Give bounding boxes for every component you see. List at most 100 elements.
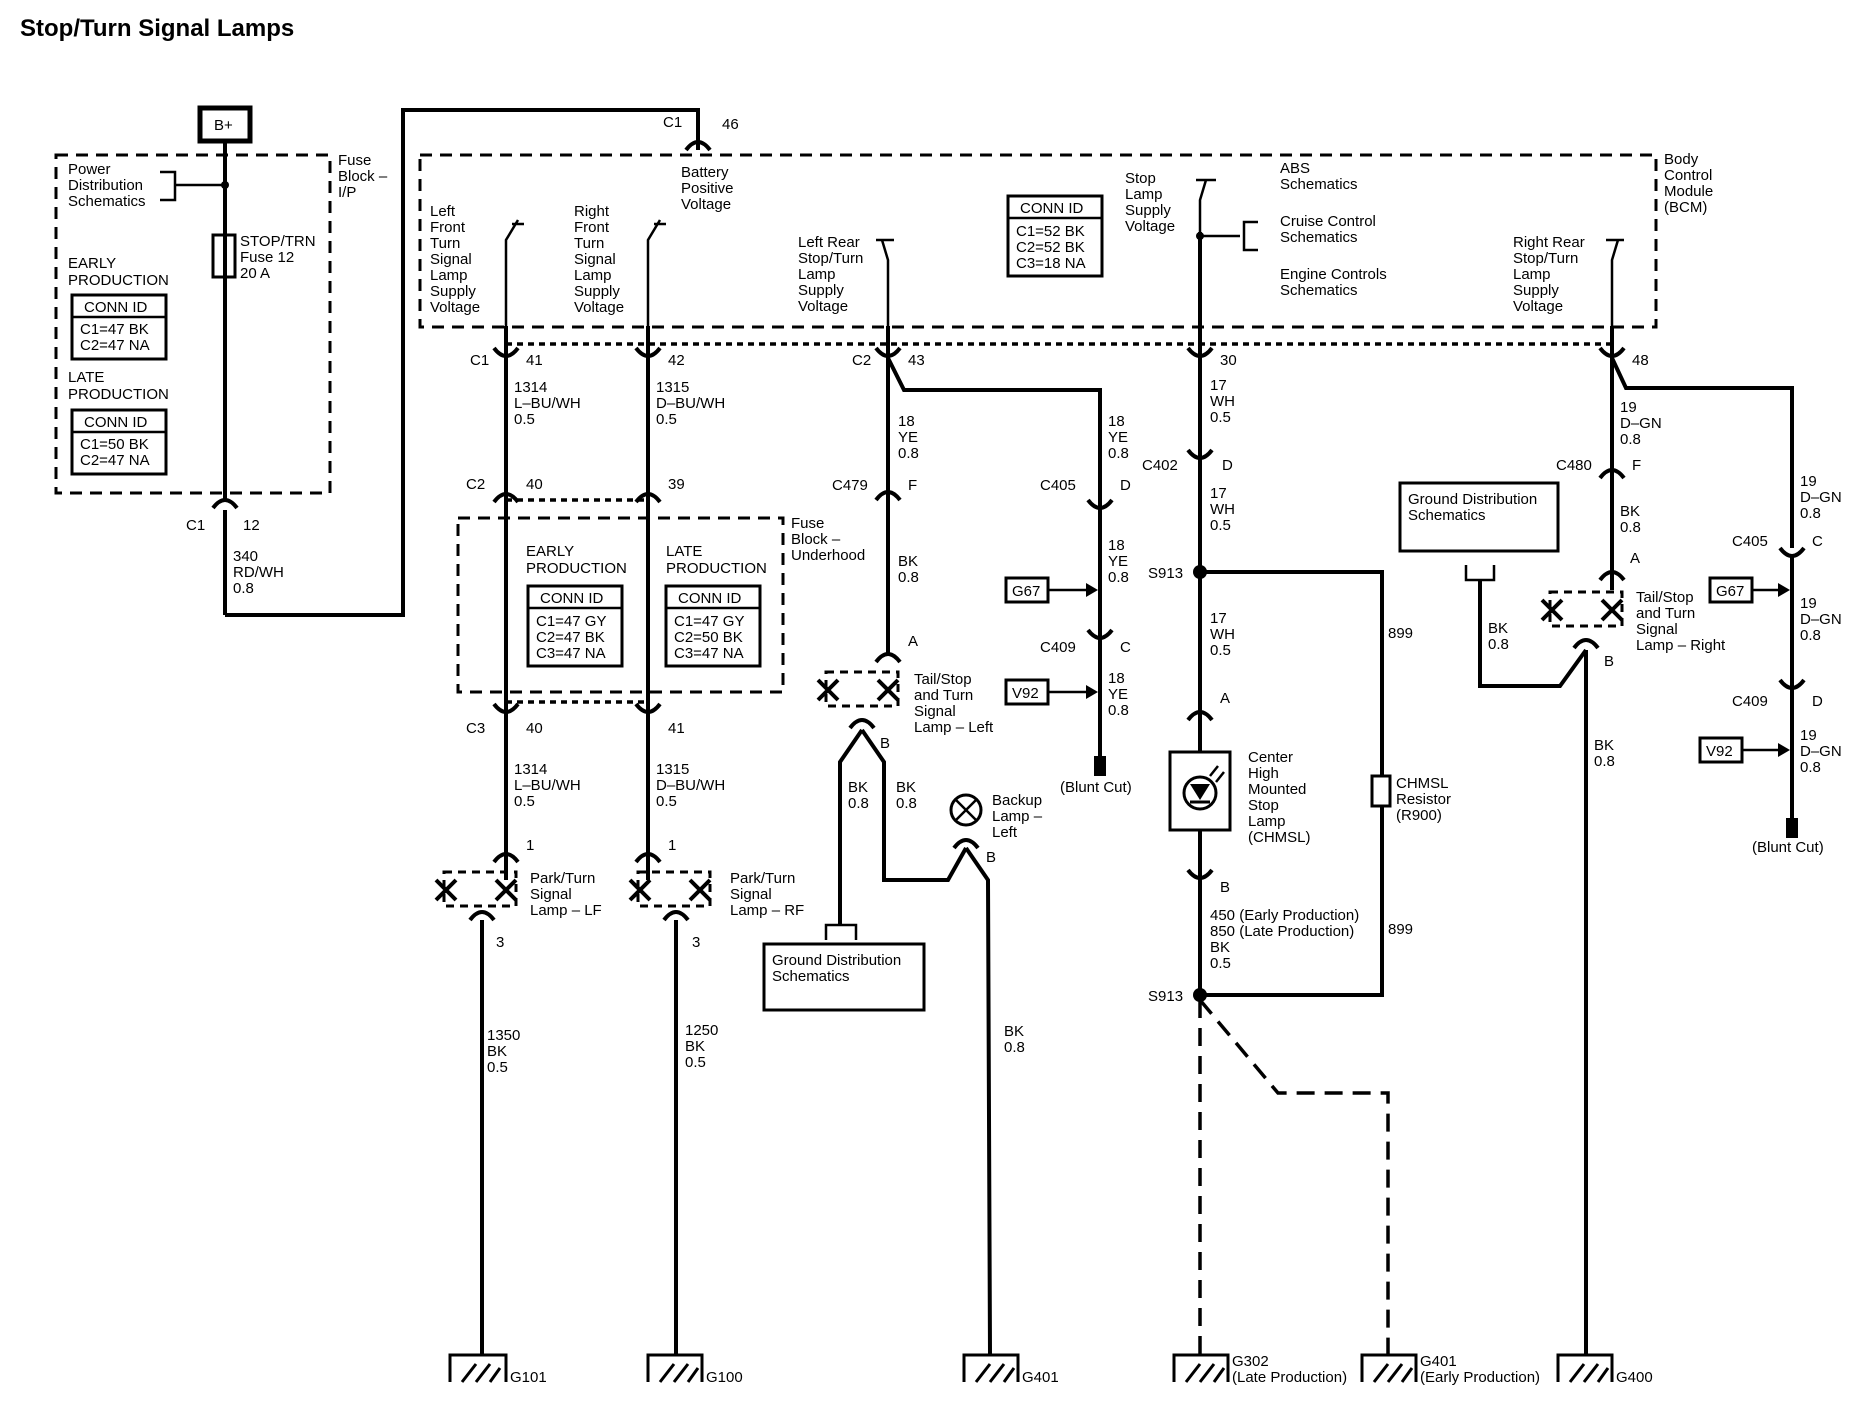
connector-c1-label: C1 bbox=[186, 517, 205, 534]
stop-supply-label-3: Supply bbox=[1125, 202, 1171, 219]
wire-1315-color-b: D–BU/WH bbox=[656, 777, 725, 794]
c409b-label: C409 bbox=[1732, 693, 1768, 710]
c405b-label: C405 bbox=[1732, 533, 1768, 550]
wire-bk-gd-r-gauge: 0.8 bbox=[1488, 636, 1509, 653]
conn-uh-early-2: C2=47 BK bbox=[536, 629, 605, 646]
fuse-12-label-1: STOP/TRN bbox=[240, 233, 316, 250]
tail-l-label-4: Lamp – Left bbox=[914, 719, 994, 736]
ground-g302 bbox=[1172, 1353, 1230, 1383]
wire-1315-gauge-b: 0.5 bbox=[656, 793, 677, 810]
wire-18c-circuit: 18 bbox=[1108, 537, 1125, 554]
wire-bk-gd-gauge: 0.8 bbox=[848, 795, 869, 812]
stop-supply-label-4: Voltage bbox=[1125, 218, 1175, 235]
fuse-12-label-3: 20 A bbox=[240, 265, 270, 282]
c409a-label: C409 bbox=[1040, 639, 1076, 656]
tail-l-label-3: Signal bbox=[914, 703, 956, 720]
power-distribution-label-1: Power bbox=[68, 161, 111, 178]
cruise-label-1: Cruise Control bbox=[1280, 213, 1376, 230]
rf-supply-label-2: Front bbox=[574, 219, 610, 236]
diagram-title: Stop/Turn Signal Lamps bbox=[20, 15, 294, 42]
wire-bk-g400-color: BK bbox=[1594, 737, 1614, 754]
wire-17c-color: WH bbox=[1210, 626, 1235, 643]
ground-g401-early-label: G401 bbox=[1420, 1353, 1457, 1370]
lr-supply-label-1: Left Rear bbox=[798, 234, 860, 251]
wire-18d-circuit: 18 bbox=[1108, 670, 1125, 687]
pin-43: 43 bbox=[908, 352, 925, 369]
pin-42: 42 bbox=[668, 352, 685, 369]
pin-39: 39 bbox=[668, 476, 685, 493]
conn-uh-late-1: C1=47 GY bbox=[674, 613, 744, 630]
lf-supply-label-7: Voltage bbox=[430, 299, 480, 316]
conn-bcm-3: C3=18 NA bbox=[1016, 255, 1086, 272]
ground-g100-label: G100 bbox=[706, 1369, 743, 1386]
wire-340-circuit: 340 bbox=[233, 548, 258, 565]
wire-18a-gauge: 0.8 bbox=[898, 445, 919, 462]
conn-ip-late-1: C1=50 BK bbox=[80, 436, 149, 453]
conn-uh-early-3: C3=47 NA bbox=[536, 645, 606, 662]
wire-18a-circuit: 18 bbox=[898, 413, 915, 430]
pin-41b: 41 bbox=[668, 720, 685, 737]
fuse-block-ip-label-1: Fuse bbox=[338, 152, 371, 169]
uh-late-label-2: PRODUCTION bbox=[666, 560, 767, 577]
park-rf-label-2: Signal bbox=[730, 886, 772, 903]
wire-1314-gauge-a: 0.5 bbox=[514, 411, 535, 428]
wire-1350-gauge: 0.5 bbox=[487, 1059, 508, 1076]
lf-supply-label-3: Turn bbox=[430, 235, 460, 252]
v92-label-right: V92 bbox=[1706, 743, 1733, 760]
wire-1350-circuit: 1350 bbox=[487, 1027, 520, 1044]
conn-uh-early-1: C1=47 GY bbox=[536, 613, 606, 630]
backup-label-3: Left bbox=[992, 824, 1018, 841]
wire-bk-lr-color: BK bbox=[898, 553, 918, 570]
ground-g302-label: G302 bbox=[1232, 1353, 1269, 1370]
ground-g400 bbox=[1556, 1353, 1614, 1383]
wire-bk-g400-gauge: 0.8 bbox=[1594, 753, 1615, 770]
ground-g401-early bbox=[1360, 1353, 1418, 1383]
early-production-label-1: EARLY bbox=[68, 255, 116, 272]
tail-stop-lamp-left bbox=[816, 670, 900, 708]
wire-17c-circuit: 17 bbox=[1210, 610, 1227, 627]
tail-l-pin-b: B bbox=[880, 735, 890, 752]
wire-17b-circuit: 17 bbox=[1210, 485, 1227, 502]
late-production-label-1: LATE bbox=[68, 369, 104, 386]
conn-id-header-ip-late: CONN ID bbox=[84, 414, 148, 431]
lr-supply-label-5: Voltage bbox=[798, 298, 848, 315]
wire-bk-gd-r-color: BK bbox=[1488, 620, 1508, 637]
wire-18c-color: YE bbox=[1108, 553, 1128, 570]
pin-40: 40 bbox=[526, 476, 543, 493]
wire-18d-color: YE bbox=[1108, 686, 1128, 703]
abs-label-2: Schematics bbox=[1280, 176, 1358, 193]
c402-pin: D bbox=[1222, 457, 1233, 474]
power-distribution-label-2: Distribution bbox=[68, 177, 143, 194]
wire-18c-gauge: 0.8 bbox=[1108, 569, 1129, 586]
c405b-pin: C bbox=[1812, 533, 1823, 550]
ground-g401 bbox=[962, 1353, 1020, 1383]
wire-19a-circuit: 19 bbox=[1620, 399, 1637, 416]
fuse-12-label-2: Fuse 12 bbox=[240, 249, 294, 266]
tail-l-label-2: and Turn bbox=[914, 687, 973, 704]
c479-label: C479 bbox=[832, 477, 868, 494]
battery-voltage-label-3: Voltage bbox=[681, 196, 731, 213]
rf-supply-label-4: Signal bbox=[574, 251, 616, 268]
g67-label-left: G67 bbox=[1012, 583, 1040, 600]
engine-label-1: Engine Controls bbox=[1280, 266, 1387, 283]
conn-ip-early-2: C2=47 NA bbox=[80, 337, 150, 354]
blunt-cut-right: (Blunt Cut) bbox=[1752, 839, 1824, 856]
wire-18b-circuit: 18 bbox=[1108, 413, 1125, 430]
fuse-block-underhood: Fuse Block – Underhood EARLY PRODUCTION … bbox=[456, 498, 865, 704]
rr-supply-label-3: Lamp bbox=[1513, 266, 1551, 283]
tail-r-label-1: Tail/Stop bbox=[1636, 589, 1694, 606]
wire-17b-gauge: 0.5 bbox=[1210, 517, 1231, 534]
wire-19a-gauge: 0.8 bbox=[1620, 431, 1641, 448]
c480-label: C480 bbox=[1556, 457, 1592, 474]
wire-19b-gauge: 0.8 bbox=[1800, 505, 1821, 522]
wire-1314-circuit-b: 1314 bbox=[514, 761, 547, 778]
backup-label-2: Lamp – bbox=[992, 808, 1043, 825]
pin-1a: 1 bbox=[526, 837, 534, 854]
wire-450-label-1: 450 (Early Production) bbox=[1210, 907, 1359, 924]
rf-supply-label-6: Supply bbox=[574, 283, 620, 300]
lf-supply-label-2: Front bbox=[430, 219, 466, 236]
s913-label-bottom: S913 bbox=[1148, 988, 1183, 1005]
backup-pin-b: B bbox=[986, 849, 996, 866]
park-turn-lamp-rf bbox=[628, 870, 712, 908]
pin-48: 48 bbox=[1632, 352, 1649, 369]
